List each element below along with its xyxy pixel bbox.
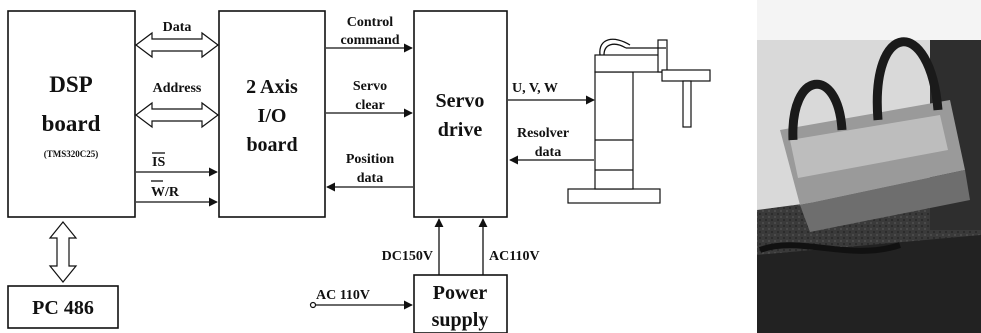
io-board-line-3: board [246,134,297,156]
power-supply-block: Power supply [413,274,508,333]
servo-drive-line-2: drive [438,119,483,141]
position-data-label-2: data [357,171,383,186]
pc-block: PC 486 [7,285,119,329]
dsp-board-block: DSP board (TMS320C25) [7,10,136,218]
uvw-label: U, V, W [512,81,558,96]
servo-clear-label-2: clear [355,98,385,113]
ac110v-in-label: AC 110V [316,288,370,303]
servo-drive-line-1: Servo [436,90,485,112]
power-supply-line-1: Power [433,282,488,304]
servo-clear-label-1: Servo [353,79,387,94]
address-bus-arrow [135,101,219,129]
robot-arm-drawing [567,38,711,204]
resolver-data-label-1: Resolver [517,126,569,141]
pc-dsp-bus-arrow [48,221,78,283]
control-command-label-1: Control [347,15,394,30]
control-command-label-2: command [340,33,399,48]
pc-label: PC 486 [32,297,94,319]
position-data-label-1: Position [346,152,394,167]
wr-signal-label: W/R [151,185,180,200]
data-bus-label: Data [163,20,192,35]
dsp-board-title-1: DSP [49,72,92,97]
io-board-line-1: 2 Axis [246,76,298,98]
ac110v-out-label: AC110V [489,249,540,264]
dsp-board-subtitle: (TMS320C25) [44,149,99,159]
io-board-block: 2 Axis I/O board [218,10,326,218]
address-bus-label: Address [153,81,202,96]
servo-drive-block: Servo drive [413,10,508,218]
power-supply-line-2: supply [432,309,489,331]
dsp-board-title-2: board [42,111,101,136]
dc150v-label: DC150V [382,249,433,264]
resolver-data-label-2: data [535,145,561,160]
ac-input-terminal [309,301,317,309]
data-bus-arrow [135,31,219,59]
is-signal-label: IS [152,155,165,170]
robot-photo [757,0,981,333]
io-board-line-2: I/O [258,105,287,127]
